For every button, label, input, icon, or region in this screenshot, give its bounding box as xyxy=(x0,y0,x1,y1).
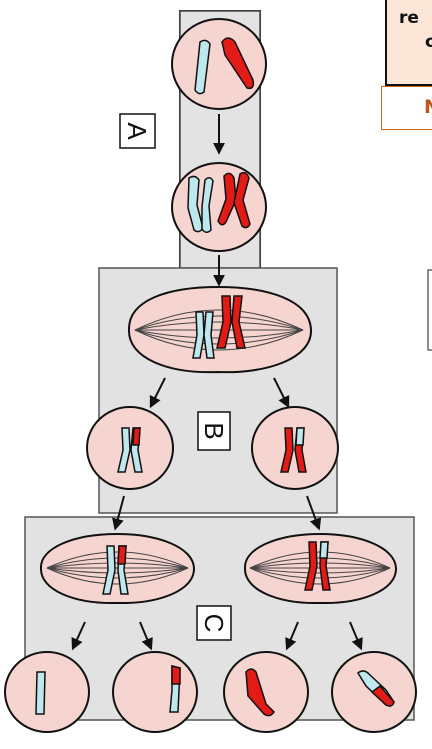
cell-c-final-3 xyxy=(224,652,308,732)
cell-a1 xyxy=(172,19,266,109)
cell-b-right xyxy=(252,407,338,489)
cell-b-left xyxy=(87,407,173,489)
stage-b-label: B xyxy=(199,422,229,439)
cell-b-dividing xyxy=(129,287,311,372)
stage-a-label: A xyxy=(122,122,152,140)
note-label: N xyxy=(424,96,432,118)
stage-c-label: C xyxy=(199,614,229,633)
cell-c-final-4 xyxy=(332,652,416,732)
right-info-line-2: c xyxy=(387,30,432,54)
side-panel-bracket xyxy=(428,270,432,350)
cell-c-final-1 xyxy=(5,652,89,732)
cell-c-left-dividing xyxy=(41,534,194,603)
cell-c-right-dividing xyxy=(245,534,396,603)
cell-a2 xyxy=(172,163,266,251)
note-box: N xyxy=(381,86,432,130)
right-info-line-1: re xyxy=(387,0,432,30)
right-info-box: re c xyxy=(385,0,432,86)
cell-c-final-2 xyxy=(113,652,197,732)
